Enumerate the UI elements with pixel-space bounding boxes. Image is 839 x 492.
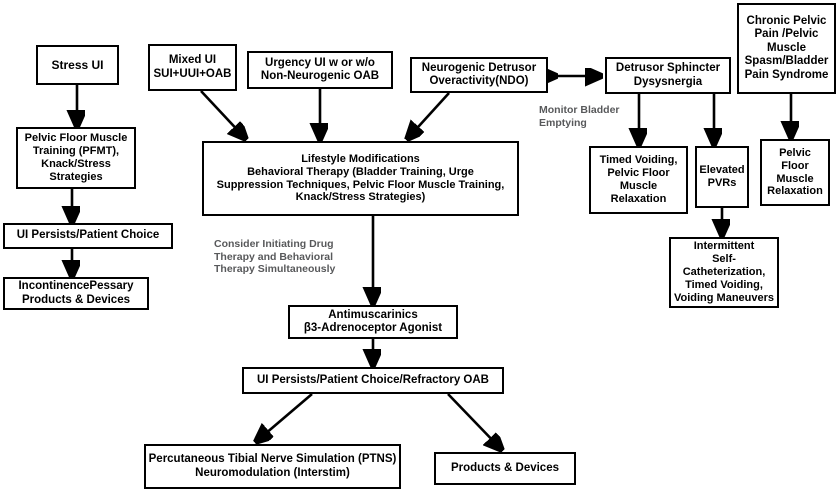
node-elevated-pvrs[interactable]: Elevated PVRs	[695, 146, 749, 208]
node-timed-voiding[interactable]: Timed Voiding, Pelvic Floor Muscle Relax…	[589, 146, 688, 214]
edge-mixed-ui-to-lifestyle	[200, 90, 244, 137]
node-ui-persists-patient-choice[interactable]: UI Persists/Patient Choice	[3, 223, 173, 249]
node-antimuscarinics[interactable]: Antimuscarinics β3-Adrenoceptor Agonist	[288, 305, 458, 339]
node-chronic-pelvic-pain-syndrome[interactable]: Chronic Pelvic Pain /Pelvic Muscle Spasm…	[737, 3, 836, 94]
node-detrusor-sphincter-dysysnergia[interactable]: Detrusor Sphincter Dysysnergia	[605, 57, 731, 94]
edge-ndo-to-lifestyle	[409, 92, 450, 137]
node-intermittent-self-catheterization[interactable]: Intermittent Self- Catheterization, Time…	[669, 237, 779, 308]
node-urgency-ui[interactable]: Urgency UI w or w/o Non-Neurogenic OAB	[247, 51, 393, 89]
node-lifestyle-modifications[interactable]: Lifestyle Modifications Behavioral Thera…	[202, 141, 519, 216]
node-ptns-neuromodulation[interactable]: Percutaneous Tibial Nerve Simulation (PT…	[144, 444, 401, 489]
node-mixed-ui[interactable]: Mixed UI SUI+UUI+OAB	[148, 44, 237, 91]
node-neurogenic-detrusor-overactivity[interactable]: Neurogenic Detrusor Overactivity(NDO)	[410, 57, 548, 93]
node-pelvic-floor-muscle-training[interactable]: Pelvic Floor Muscle Training (PFMT), Kna…	[16, 127, 136, 189]
node-products-devices[interactable]: Products & Devices	[434, 452, 576, 485]
node-stress-ui[interactable]: Stress UI	[36, 45, 119, 85]
node-incontinence-pessary-products-devices[interactable]: IncontinencePessary Products & Devices	[3, 277, 149, 310]
node-pelvic-floor-muscle-relaxation[interactable]: Pelvic Floor Muscle Relaxation	[760, 139, 830, 206]
edge-refractory-to-products	[447, 393, 500, 448]
node-ui-persists-refractory-oab[interactable]: UI Persists/Patient Choice/Refractory OA…	[242, 367, 504, 394]
note-consider-initiating-drug-therapy: Consider Initiating Drug Therapy and Beh…	[214, 238, 336, 276]
note-monitor-bladder-emptying: Monitor Bladder Emptying	[539, 104, 620, 129]
edge-refractory-to-ptns	[258, 393, 313, 440]
